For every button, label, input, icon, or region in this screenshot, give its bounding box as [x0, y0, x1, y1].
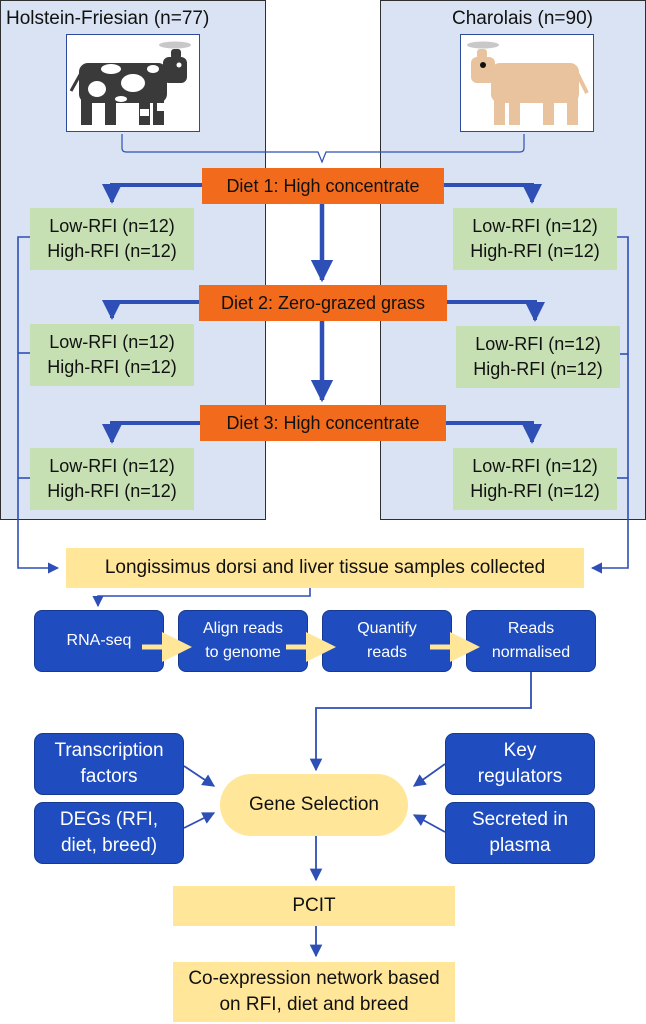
- high-rfi-label: High-RFI (n=12): [47, 357, 177, 377]
- degs-box: DEGs (RFI, diet, breed): [34, 802, 184, 864]
- low-rfi-label: Low-RFI (n=12): [49, 332, 175, 352]
- feat-line2: regulators: [477, 766, 563, 787]
- align-reads-step: Align reads to genome: [178, 610, 308, 672]
- diet-2-box: Diet 2: Zero-grazed grass: [199, 285, 447, 321]
- coexpression-network-box: Co-expression network based on RFI, diet…: [173, 962, 455, 1022]
- ch-diet1-groups: Low-RFI (n=12) High-RFI (n=12): [453, 208, 617, 270]
- degs-to-selection-arrow: [183, 812, 216, 829]
- rna-seq-step: RNA-seq: [34, 610, 164, 672]
- feat-line1: Transcription: [54, 740, 164, 761]
- gene-selection-oval: Gene Selection: [220, 774, 408, 836]
- step-line1: Align reads: [202, 620, 284, 637]
- samples-collected-box: Longissimus dorsi and liver tissue sampl…: [66, 548, 584, 588]
- charolais-cow-icon: [467, 41, 589, 125]
- ch-diet3-groups: Low-RFI (n=12) High-RFI (n=12): [453, 448, 617, 510]
- key-regulators-box: Key regulators: [445, 733, 595, 795]
- network-line1: Co-expression network based: [188, 968, 440, 989]
- samples-to-rnaseq-line: [92, 588, 311, 608]
- step-line2: reads: [366, 644, 408, 661]
- high-rfi-label: High-RFI (n=12): [470, 241, 600, 261]
- step-line2: normalised: [491, 644, 571, 661]
- low-rfi-label: Low-RFI (n=12): [475, 334, 601, 354]
- ch-diet2-groups: Low-RFI (n=12) High-RFI (n=12): [456, 326, 620, 388]
- holstein-cow-box: [66, 34, 200, 132]
- hf-diet3-groups: Low-RFI (n=12) High-RFI (n=12): [30, 448, 194, 510]
- feat-line1: Key: [503, 740, 537, 761]
- high-rfi-label: High-RFI (n=12): [473, 359, 603, 379]
- feat-line1: DEGs (RFI,: [59, 809, 159, 830]
- charolais-title: Charolais (n=90): [452, 8, 593, 29]
- step-line2: to genome: [205, 644, 281, 661]
- hf-diet2-groups: Low-RFI (n=12) High-RFI (n=12): [30, 324, 194, 386]
- high-rfi-label: High-RFI (n=12): [470, 481, 600, 501]
- feat-line2: factors: [80, 766, 138, 787]
- charolais-cow-box: [460, 34, 594, 132]
- holstein-cow-icon: [69, 41, 191, 125]
- high-rfi-label: High-RFI (n=12): [47, 241, 177, 261]
- network-line2: on RFI, diet and breed: [219, 994, 409, 1015]
- pcit-box: PCIT: [173, 886, 455, 926]
- feat-line2: plasma: [489, 835, 551, 856]
- hf-diet1-groups: Low-RFI (n=12) High-RFI (n=12): [30, 208, 194, 270]
- diet-3-box: Diet 3: High concentrate: [200, 405, 446, 441]
- feat-line1: Secreted in: [471, 809, 569, 830]
- holstein-title: Holstein-Friesian (n=77): [6, 8, 210, 29]
- step-line1: Quantify: [357, 620, 417, 637]
- low-rfi-label: Low-RFI (n=12): [472, 456, 598, 476]
- low-rfi-label: Low-RFI (n=12): [49, 216, 175, 236]
- tf-to-selection-arrow: [183, 765, 216, 787]
- step-line1: Reads: [507, 620, 555, 637]
- diet-1-box: Diet 1: High concentrate: [202, 168, 444, 204]
- transcription-factors-box: Transcription factors: [34, 733, 184, 795]
- high-rfi-label: High-RFI (n=12): [47, 481, 177, 501]
- low-rfi-label: Low-RFI (n=12): [49, 456, 175, 476]
- feat-line2: diet, breed): [60, 835, 158, 856]
- reads-normalised-step: Reads normalised: [466, 610, 596, 672]
- quantify-reads-step: Quantify reads: [322, 610, 452, 672]
- low-rfi-label: Low-RFI (n=12): [472, 216, 598, 236]
- key-to-selection-arrow: [412, 763, 446, 787]
- step-line1: RNA-seq: [66, 632, 132, 649]
- secreted-in-plasma-box: Secreted in plasma: [445, 802, 595, 864]
- secreted-to-selection-arrow: [412, 814, 446, 833]
